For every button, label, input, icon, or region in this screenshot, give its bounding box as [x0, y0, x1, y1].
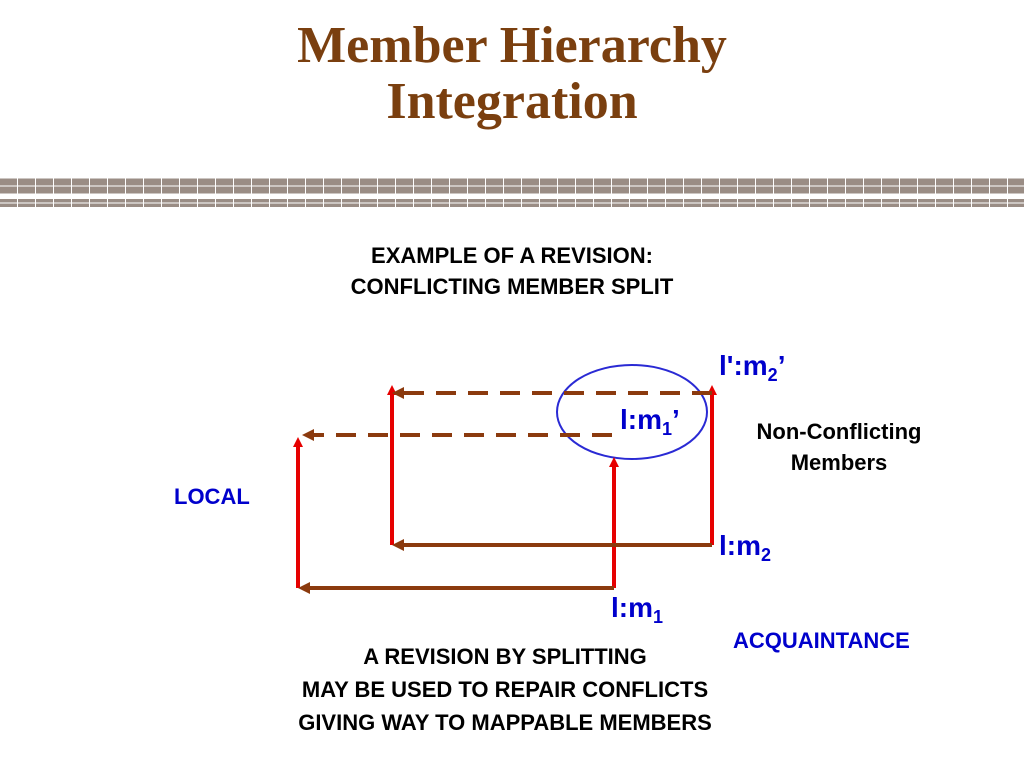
member-prefix: l:m: [611, 592, 653, 623]
member-subscript: 1: [662, 419, 673, 439]
member-suffix: ’: [672, 404, 680, 435]
title-divider-thick: [0, 178, 1024, 194]
non-conflicting-line-2: Members: [790, 450, 888, 475]
member-subscript: 1: [653, 607, 664, 627]
example-heading: EXAMPLE OF A REVISION: CONFLICTING MEMBE…: [0, 240, 1024, 302]
member-prefix: l:m: [719, 530, 761, 561]
member-subscript: 2: [767, 365, 778, 385]
revision-explanation-line-1: A REVISION BY SPLITTING: [363, 644, 647, 669]
member-prefix: l:m: [620, 404, 662, 435]
non-conflicting-members-label: Non-Conflicting Members: [719, 416, 959, 478]
example-heading-line-1: EXAMPLE OF A REVISION:: [371, 243, 653, 268]
example-heading-line-2: CONFLICTING MEMBER SPLIT: [350, 274, 674, 299]
member-label-l-m2: l:m2: [719, 530, 771, 566]
member-prefix: l':m: [719, 350, 768, 381]
slide-title: Member Hierarchy Integration: [0, 18, 1024, 130]
member-label-l-m1: l:m1: [611, 592, 663, 628]
revision-explanation-line-2: MAY BE USED TO REPAIR CONFLICTS: [301, 677, 709, 702]
member-subscript: 2: [761, 545, 772, 565]
local-label: LOCAL: [174, 484, 250, 509]
member-suffix: ’: [777, 350, 786, 381]
member-label-lp-m2-prime: l':m2’: [719, 350, 785, 386]
revision-explanation: A REVISION BY SPLITTING MAY BE USED TO R…: [0, 640, 1010, 739]
non-conflicting-ellipse: [556, 364, 708, 460]
non-conflicting-line-1: Non-Conflicting: [756, 419, 922, 444]
title-line-1: Member Hierarchy: [297, 17, 727, 74]
member-label-l-m1-prime: l:m1’: [620, 404, 680, 440]
acquaintance-label: ACQUAINTANCE: [733, 628, 910, 653]
title-line-2: Integration: [386, 73, 638, 130]
title-divider-thin: [0, 199, 1024, 207]
revision-explanation-line-3: GIVING WAY TO MAPPABLE MEMBERS: [298, 710, 712, 735]
